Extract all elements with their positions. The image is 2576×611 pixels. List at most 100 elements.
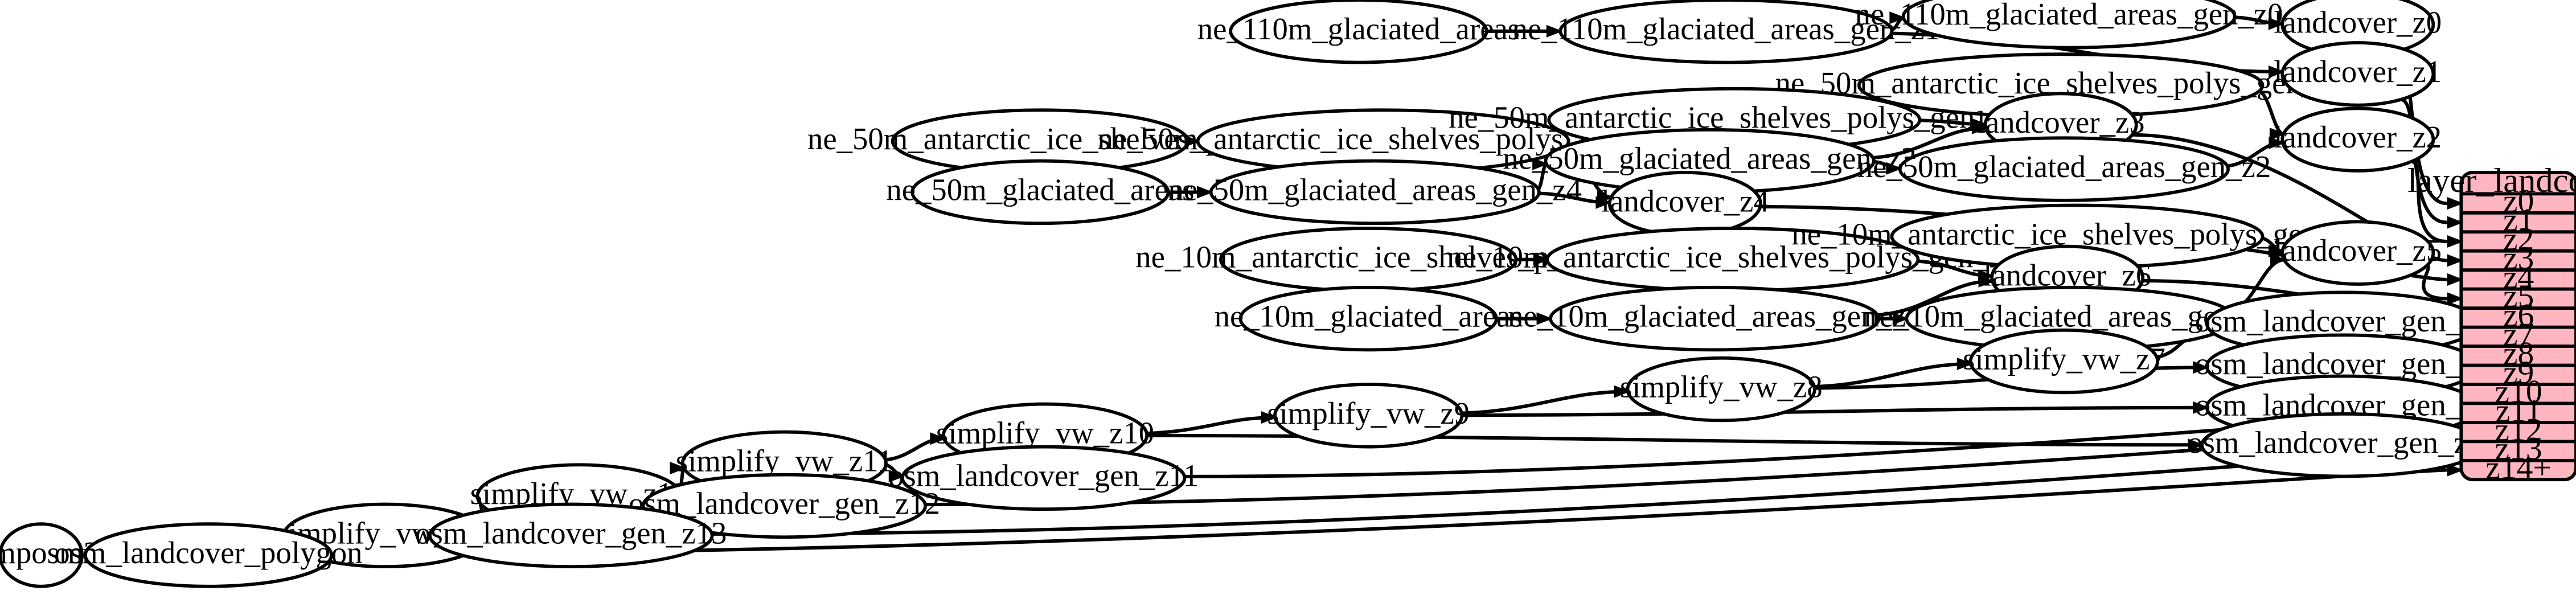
edge-arrowhead	[1978, 274, 1995, 288]
node-label-ne_50m_glaciated_areas_gen_z2: ne_50m_glaciated_areas_gen_z2	[1857, 149, 2271, 184]
node-ellipse-ne_10m_glaciated_areas	[1238, 285, 1498, 352]
graph-node-ne_110m_glaciated_areas[interactable]: ne_110m_glaciated_areas	[1197, 0, 1520, 64]
graph-node-osm_landcover_polygon[interactable]: osm_landcover_polygon	[54, 522, 363, 588]
edge-arrowhead	[670, 462, 686, 475]
node-ellipse-ne_110m_glaciated_areas_gen_z0	[1901, 0, 2237, 50]
edge-arrowhead	[2193, 361, 2209, 374]
edge-simplify_vw_z8-to-simplify_vw_z7	[1814, 362, 1971, 389]
graph-node-landcover_z1[interactable]: landcover_z1	[2274, 41, 2442, 107]
node-label-landcover_z3: landcover_z3	[1977, 105, 2145, 140]
node-ellipse-ne_10m_glaciated_areas_gen_z6	[1549, 285, 1881, 352]
edge-arrowhead	[2269, 65, 2285, 79]
edge-arrowhead	[2188, 438, 2204, 452]
edge-arrowhead	[1546, 24, 1563, 38]
node-label-imposm3: imposm3	[0, 535, 99, 570]
node-ellipse-osm_landcover_gen_z12	[641, 473, 928, 539]
node-ellipse-ne_50m_glaciated_areas	[910, 159, 1170, 225]
node-label-ne_10m_glaciated_areas: ne_10m_glaciated_areas	[1215, 299, 1523, 334]
node-label-ne_50m_glaciated_areas_gen_z4: ne_50m_glaciated_areas_gen_z4	[1168, 172, 1581, 207]
edge-arrowhead	[2269, 128, 2286, 141]
node-ellipse-simplify_vw_z8	[1626, 356, 1816, 423]
graph-node-ne_50m_glaciated_areas_gen_z3[interactable]: ne_50m_glaciated_areas_gen_z3	[1503, 128, 1917, 194]
node-label-simplify_vw_z7: simplify_vw_z7	[1963, 342, 2165, 376]
graph-node-ne_110m_glaciated_areas_gen_z1[interactable]: ne_110m_glaciated_areas_gen_z1	[1512, 0, 1940, 64]
node-label-ne_50m_glaciated_areas: ne_50m_glaciated_areas	[886, 172, 1194, 207]
node-ellipse-simplify_vw_z9	[1273, 383, 1464, 449]
edge-arrowhead	[2447, 197, 2464, 210]
node-label-ne_110m_glaciated_areas_gen_z1: ne_110m_glaciated_areas_gen_z1	[1512, 11, 1940, 46]
graph-node-simplify_vw_z9[interactable]: simplify_vw_z9	[1267, 383, 1470, 449]
edge-arrowhead	[2193, 401, 2209, 414]
graph-node-ne_50m_glaciated_areas_gen_z2[interactable]: ne_50m_glaciated_areas_gen_z2	[1857, 136, 2271, 202]
graph-node-landcover_z0[interactable]: landcover_z0	[2274, 0, 2442, 58]
graph-node-ne_10m_glaciated_areas[interactable]: ne_10m_glaciated_areas	[1215, 285, 1523, 352]
node-label-ne_50m_antarctic_ice_shelves_polys: ne_50m_antarctic_ice_shelves_polys	[807, 121, 1273, 156]
graph-node-osm_landcover_gen_z10[interactable]: osm_landcover_gen_z10	[2187, 412, 2499, 478]
graph-node-landcover_z5[interactable]: landcover_z5	[2274, 220, 2442, 286]
node-label-landcover_z2: landcover_z2	[2274, 120, 2442, 154]
node-label-simplify_vw_z11: simplify_vw_z11	[676, 443, 893, 478]
graph-node-osm_landcover_gen_z13[interactable]: osm_landcover_gen_z13	[415, 502, 727, 569]
graph-node-simplify_vw_z7[interactable]: simplify_vw_z7	[1963, 328, 2165, 395]
graph-node-simplify_vw_z8[interactable]: simplify_vw_z8	[1620, 356, 1823, 423]
node-ellipse-simplify_vw_z7	[1968, 328, 2160, 395]
edge-arrowhead	[1536, 312, 1553, 325]
node-ellipse-landcover_z5	[2280, 220, 2435, 286]
node-label-osm_landcover_polygon: osm_landcover_polygon	[54, 535, 362, 570]
edge-arrowhead	[1533, 253, 1550, 266]
edge-arrowhead	[1595, 196, 1612, 209]
node-label-simplify_vw_z10: simplify_vw_z10	[936, 415, 1154, 450]
edge-arrowhead	[1892, 312, 1909, 325]
node-label-ne_110m_glaciated_areas: ne_110m_glaciated_areas	[1197, 11, 1520, 46]
edge-arrowhead	[1889, 11, 1906, 24]
edge-arrowhead	[2447, 273, 2464, 286]
graph-node-landcover_z2[interactable]: landcover_z2	[2274, 106, 2442, 173]
node-ellipse-osm_landcover_polygon	[83, 522, 333, 588]
edge-arrowhead	[2268, 17, 2285, 30]
nodes-layer: ne_110m_glaciated_areasne_110m_glaciated…	[0, 0, 2499, 588]
edge-landcover_z5-to-layer_landcover:z5	[2422, 264, 2447, 301]
node-label-ne_10m_antarctic_ice_shelves_polys: ne_10m_antarctic_ice_shelves_polys	[1135, 240, 1601, 274]
edge-arrowhead	[2447, 254, 2464, 267]
edge-arrowhead	[2447, 292, 2464, 305]
edge-arrowhead	[2447, 235, 2464, 248]
edge-ne_50m_glaciated_areas_gen_z3-to-landcover_z3	[1872, 126, 1986, 160]
edge-simplify_vw_z9-to-simplify_vw_z8	[1461, 389, 1628, 415]
node-label-simplify_vw_z8: simplify_vw_z8	[1620, 370, 1823, 404]
graph-node-ne_10m_antarctic_ice_shelves_polys[interactable]: ne_10m_antarctic_ice_shelves_polys	[1135, 227, 1601, 293]
graph-node-ne_50m_glaciated_areas[interactable]: ne_50m_glaciated_areas	[886, 159, 1194, 225]
graph-node-ne_50m_glaciated_areas_gen_z4[interactable]: ne_50m_glaciated_areas_gen_z4	[1168, 159, 1582, 225]
graph-node-simplify_vw_z13[interactable]: simplify_vw_z13	[277, 502, 495, 569]
edge-arrowhead	[1197, 186, 1213, 199]
node-ellipse-ne_50m_glaciated_areas_gen_z2	[1898, 136, 2230, 202]
graph-node-osm_landcover_gen_z11[interactable]: osm_landcover_gen_z11	[888, 445, 1199, 511]
layer-table-row-z14+[interactable]: z14+	[2485, 450, 2552, 486]
node-label-osm_landcover_gen_z10: osm_landcover_gen_z10	[2187, 425, 2499, 460]
node-label-landcover_z1: landcover_z1	[2274, 54, 2442, 89]
node-label-ne_50m_glaciated_areas_gen_z3: ne_50m_glaciated_areas_gen_z3	[1503, 141, 1916, 176]
layer-table-cell-z14+: z14+	[2485, 450, 2552, 486]
node-label-ne_10m_glaciated_areas_gen_z6: ne_10m_glaciated_areas_gen_z6	[1508, 299, 1921, 334]
node-ellipse-osm_landcover_gen_z11	[900, 445, 1187, 511]
edge-arrowhead	[1614, 385, 1630, 398]
node-label-osm_landcover_gen_z11: osm_landcover_gen_z11	[888, 458, 1199, 493]
node-label-osm_landcover_gen_z7: osm_landcover_gen_z7	[2195, 304, 2491, 338]
edge-landcover_z2-to-layer_landcover:z2	[2411, 159, 2447, 244]
edge-arrowhead	[1886, 162, 1902, 175]
edge-arrowhead	[2447, 464, 2464, 477]
graph-node-ne_110m_glaciated_areas_gen_z0[interactable]: ne_110m_glaciated_areas_gen_z0	[1855, 0, 2283, 50]
node-label-osm_landcover_gen_z13: osm_landcover_gen_z13	[415, 515, 727, 550]
node-ellipse-imposm3	[0, 522, 84, 588]
graph-node-imposm3[interactable]: imposm3	[0, 522, 99, 588]
edge-arrowhead	[1532, 157, 1549, 170]
node-ellipse-osm_landcover_gen_z13	[428, 502, 714, 569]
graph-node-ne_10m_glaciated_areas_gen_z6[interactable]: ne_10m_glaciated_areas_gen_z6	[1508, 285, 1921, 352]
node-label-ne_110m_glaciated_areas_gen_z0: ne_110m_glaciated_areas_gen_z0	[1855, 0, 2283, 31]
edge-arrowhead	[888, 470, 905, 483]
edge-arrowhead	[930, 432, 946, 445]
edge-arrowhead	[2270, 253, 2287, 266]
graph-node-ne_50m_antarctic_ice_shelves_polys[interactable]: ne_50m_antarctic_ice_shelves_polys	[807, 108, 1273, 174]
edge-arrowhead	[1956, 357, 1974, 371]
edge-simplify_vw_z10-to-simplify_vw_z9	[1146, 416, 1275, 436]
